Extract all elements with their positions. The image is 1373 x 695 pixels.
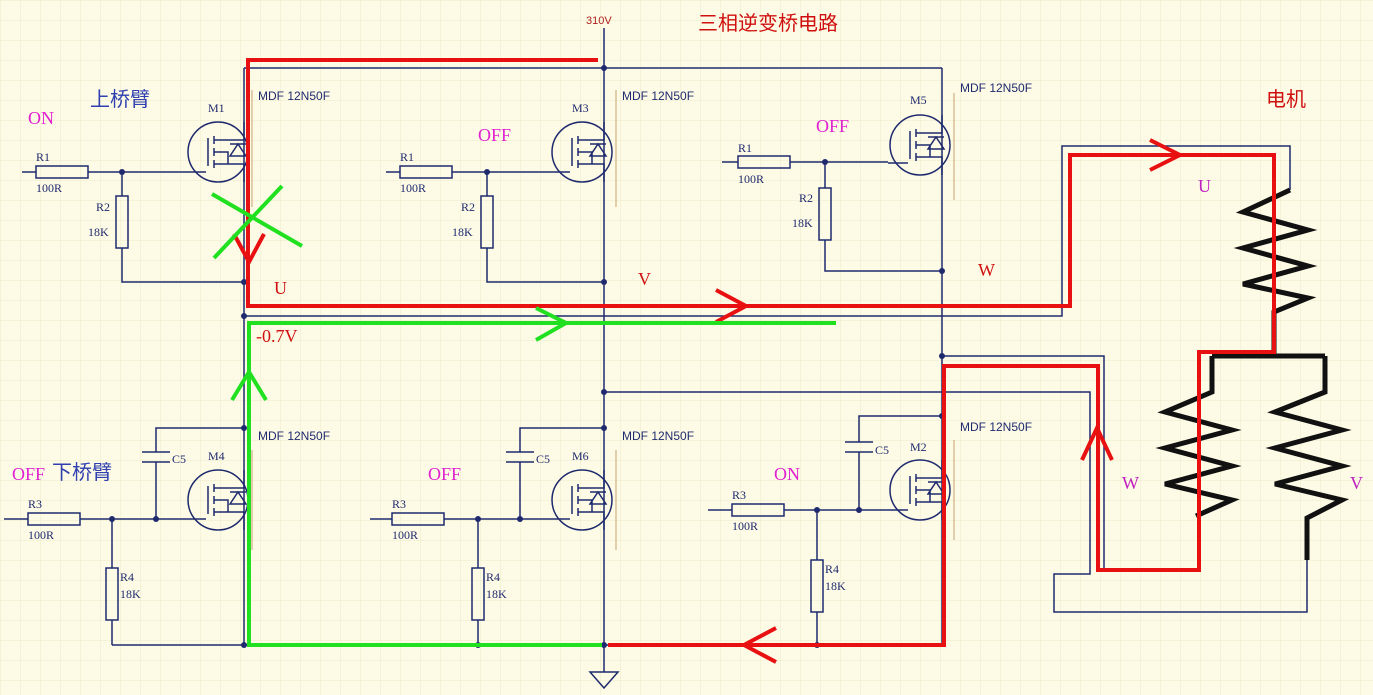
supply-voltage-label: 310V bbox=[586, 15, 612, 27]
value-r1-v: 100R bbox=[400, 181, 426, 195]
ref-m4: M4 bbox=[208, 449, 225, 463]
motor-terminal-v: V bbox=[1350, 473, 1363, 493]
resistor-r4-v bbox=[471, 567, 485, 621]
ref-r3-w: R3 bbox=[732, 488, 746, 502]
mosfet-m5 bbox=[888, 93, 955, 200]
arrow-right-motor-u bbox=[1149, 138, 1185, 172]
mosfet-m2 bbox=[888, 440, 955, 540]
ref-r4-v: R4 bbox=[486, 570, 500, 584]
conduction-path bbox=[232, 58, 1276, 664]
value-r4-w: 18K bbox=[825, 579, 846, 593]
part-label-m6: MDF 12N50F bbox=[622, 429, 694, 443]
resistor-r2-v bbox=[480, 195, 494, 249]
motor-windings bbox=[1155, 187, 1352, 560]
lower-bridge-label: 下桥臂 bbox=[52, 460, 112, 484]
ref-r1-v: R1 bbox=[400, 150, 414, 164]
off-cross-mark bbox=[210, 184, 304, 260]
value-r2-w: 18K bbox=[792, 216, 813, 230]
capacitor-c5-u bbox=[142, 451, 170, 470]
ref-m1: M1 bbox=[208, 101, 225, 115]
winding-u bbox=[1233, 187, 1318, 356]
arrow-right-u-line bbox=[715, 288, 751, 324]
value-r4-u: 18K bbox=[120, 587, 141, 601]
ref-r4-w: R4 bbox=[825, 562, 839, 576]
motor-terminal-u: U bbox=[1198, 176, 1211, 196]
ref-r3-v: R3 bbox=[392, 497, 406, 511]
ref-m5: M5 bbox=[910, 93, 927, 107]
ref-r2-v: R2 bbox=[461, 200, 475, 214]
state-m1: ON bbox=[28, 108, 54, 128]
ref-r2-w: R2 bbox=[799, 191, 813, 205]
ref-m6: M6 bbox=[572, 449, 589, 463]
upper-bridge-label: 上桥臂 bbox=[90, 87, 150, 111]
arrow-down-u bbox=[232, 233, 266, 267]
node-label-w: W bbox=[978, 260, 995, 280]
value-r4-v: 18K bbox=[486, 587, 507, 601]
ref-m3: M3 bbox=[572, 101, 589, 115]
value-r3-u: 100R bbox=[28, 528, 54, 542]
ref-r1-u: R1 bbox=[36, 150, 50, 164]
mosfet-m4 bbox=[186, 450, 253, 550]
node-label-u: U bbox=[274, 278, 287, 298]
ref-c5-u: C5 bbox=[172, 452, 186, 466]
ref-r1-w: R1 bbox=[738, 141, 752, 155]
ref-r3-u: R3 bbox=[28, 497, 42, 511]
state-m5: OFF bbox=[816, 116, 849, 136]
arrow-up-green bbox=[230, 368, 268, 402]
value-r2-u: 18K bbox=[88, 225, 109, 239]
resistor-r3-u bbox=[27, 512, 81, 526]
arrow-left-bottom bbox=[739, 626, 777, 664]
node-label-v: V bbox=[638, 269, 651, 289]
labels: 三相逆变桥电路 310V 上桥臂 下桥臂 电机 -0.7V U V W U W … bbox=[12, 11, 1363, 601]
state-m3: OFF bbox=[478, 125, 511, 145]
state-m4: OFF bbox=[12, 464, 45, 484]
resistor-r2-w bbox=[818, 187, 832, 241]
ref-m2: M2 bbox=[910, 440, 927, 454]
part-label-m3: MDF 12N50F bbox=[622, 89, 694, 103]
part-label-m1: MDF 12N50F bbox=[258, 89, 330, 103]
capacitor-c5-w bbox=[845, 441, 873, 460]
diagram-title: 三相逆变桥电路 bbox=[698, 11, 838, 35]
resistor-r1-u bbox=[35, 165, 89, 179]
freewheel-path bbox=[210, 184, 836, 647]
capacitor-c5-v bbox=[506, 451, 534, 470]
state-m6: OFF bbox=[428, 464, 461, 484]
value-r3-v: 100R bbox=[392, 528, 418, 542]
resistor-r1-v bbox=[399, 165, 453, 179]
passives bbox=[27, 155, 873, 621]
winding-w bbox=[1155, 356, 1242, 519]
part-label-m4: MDF 12N50F bbox=[258, 429, 330, 443]
part-label-m5: MDF 12N50F bbox=[960, 81, 1032, 95]
winding-v bbox=[1265, 356, 1352, 560]
resistor-r3-w bbox=[731, 503, 785, 517]
arrow-right-green bbox=[535, 306, 571, 342]
resistor-r3-v bbox=[391, 512, 445, 526]
resistor-r2-u bbox=[115, 195, 129, 249]
value-r2-v: 18K bbox=[452, 225, 473, 239]
resistor-r4-u bbox=[105, 567, 119, 621]
voltage-drop-label: -0.7V bbox=[256, 326, 298, 346]
ref-r2-u: R2 bbox=[96, 200, 110, 214]
resistor-r4-w bbox=[810, 559, 824, 613]
mosfet-m3 bbox=[550, 90, 617, 207]
value-r1-u: 100R bbox=[36, 181, 62, 195]
arrow-up-motor-w bbox=[1080, 423, 1114, 461]
part-label-m2: MDF 12N50F bbox=[960, 420, 1032, 434]
ref-r4-u: R4 bbox=[120, 570, 134, 584]
value-r1-w: 100R bbox=[738, 172, 764, 186]
mosfet-m6 bbox=[550, 450, 617, 550]
motor-terminal-w: W bbox=[1122, 473, 1139, 493]
state-m2: ON bbox=[774, 464, 800, 484]
resistor-r1-w bbox=[737, 155, 791, 169]
value-r3-w: 100R bbox=[732, 519, 758, 533]
motor-label: 电机 bbox=[1266, 87, 1306, 111]
ref-c5-v: C5 bbox=[536, 452, 550, 466]
ref-c5-w: C5 bbox=[875, 443, 889, 457]
